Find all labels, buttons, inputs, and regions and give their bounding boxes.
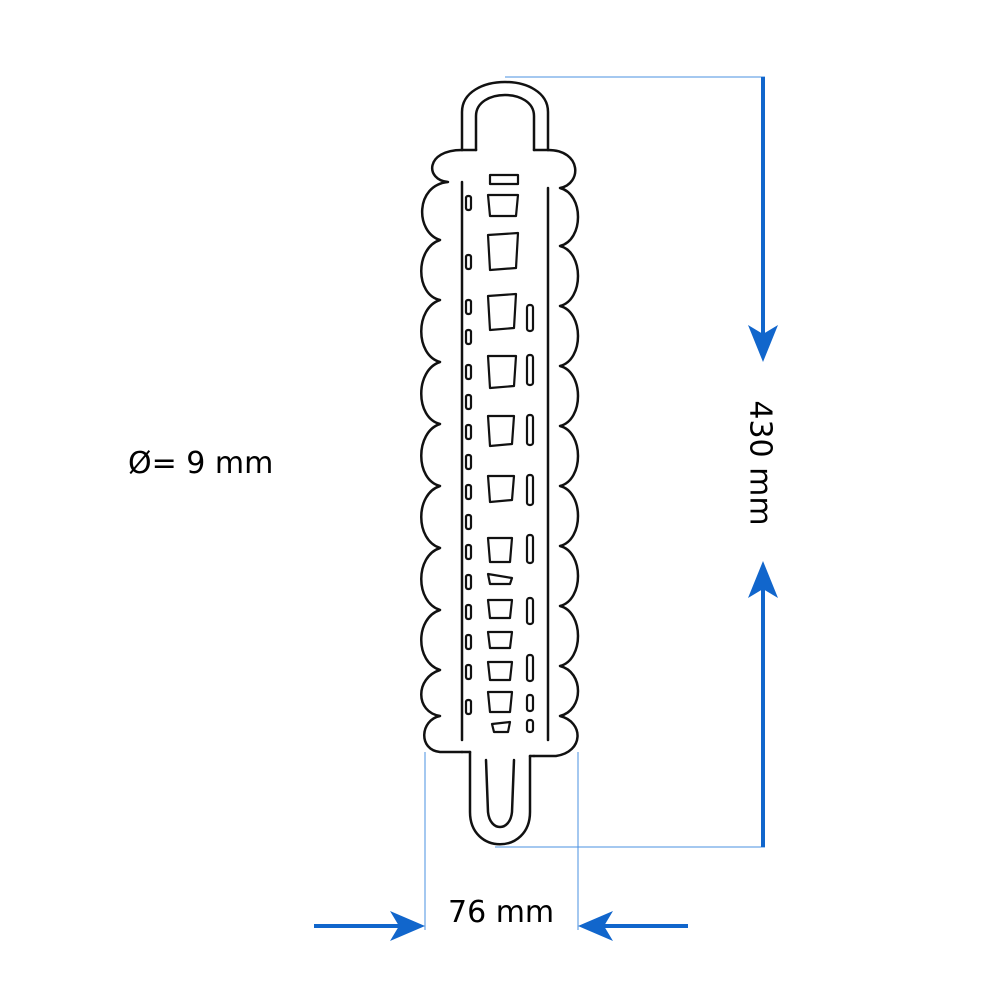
right-coil-edge [532, 148, 580, 758]
left-coil-edge [420, 148, 464, 754]
top-loop [460, 80, 550, 152]
top-loop-inner [474, 93, 536, 152]
width-arrow-left-head [578, 911, 613, 941]
dimension-guides [424, 76, 765, 930]
height-arrow-up-head [748, 561, 778, 598]
diameter-label: Ø= 9 mm [128, 446, 274, 481]
bottom-loop-inner [484, 758, 516, 829]
height-dimension [748, 77, 778, 847]
body-cutouts [464, 173, 535, 734]
width-label: 76 mm [448, 895, 555, 930]
height-arrow-down-head [748, 325, 778, 362]
bottom-loop [468, 750, 532, 846]
width-arrow-right-head [390, 911, 425, 941]
width-dimension [314, 911, 688, 941]
height-label: 430 mm [742, 400, 778, 526]
spring-outline [420, 80, 580, 846]
